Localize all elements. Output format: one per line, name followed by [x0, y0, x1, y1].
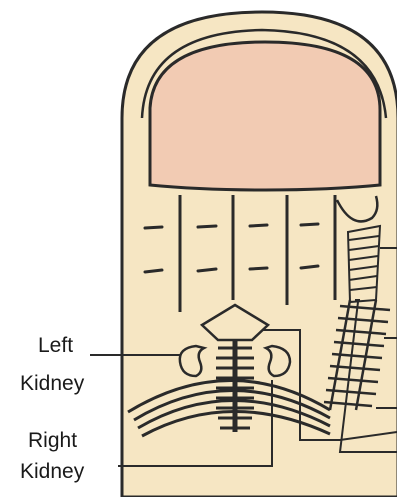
left-kidney-shape	[180, 346, 204, 376]
left-kidney-label-line1: Left	[38, 334, 73, 357]
right-kidney-label-line1: Right	[28, 429, 77, 452]
left-kidney-label-line2: Kidney	[20, 372, 85, 395]
nail	[150, 42, 380, 190]
ureter-tube	[348, 226, 380, 302]
right-kidney-label-line2: Kidney	[20, 460, 85, 483]
right-kidney-shape	[266, 346, 290, 376]
